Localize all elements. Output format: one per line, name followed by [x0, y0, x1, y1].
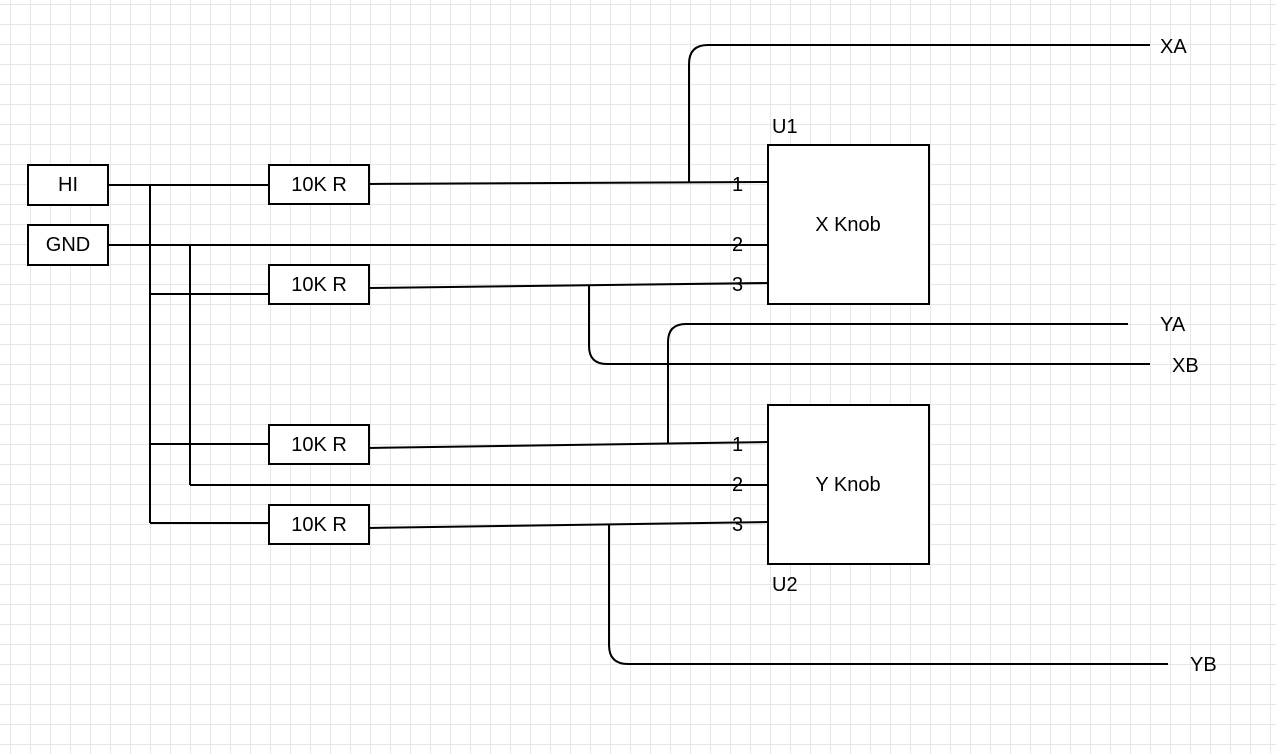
u1-name: X Knob: [815, 214, 881, 236]
resistor-1[interactable]: 10K R: [268, 164, 370, 205]
gnd-label: GND: [46, 234, 90, 256]
resistor-2[interactable]: 10K R: [268, 264, 370, 305]
u2-y-knob[interactable]: Y Knob: [767, 404, 930, 565]
wire-r2-pin3-x: [367, 282, 769, 289]
resistor-label: 10K R: [291, 514, 347, 536]
resistor-4[interactable]: 10K R: [268, 504, 370, 545]
output-xa: XA: [1160, 36, 1187, 58]
u2-name: Y Knob: [815, 474, 880, 496]
output-ya: YA: [1160, 314, 1186, 336]
u2-pin-2: 2: [732, 474, 743, 496]
resistor-label: 10K R: [291, 274, 347, 296]
u1-pin-3: 3: [732, 274, 743, 296]
u1-pin-1: 1: [732, 174, 743, 196]
resistor-3[interactable]: 10K R: [268, 424, 370, 465]
u1-x-knob[interactable]: X Knob: [767, 144, 930, 305]
hi-label: HI: [58, 174, 78, 196]
hi-source[interactable]: HI: [27, 164, 109, 206]
wire-yb: [608, 525, 1168, 665]
resistor-label: 10K R: [291, 434, 347, 456]
output-xb: XB: [1172, 355, 1199, 377]
u2-ref: U2: [772, 574, 798, 596]
output-yb: YB: [1190, 654, 1217, 676]
u1-pin-2: 2: [732, 234, 743, 256]
u1-ref: U1: [772, 116, 798, 138]
wire-xb: [588, 285, 1150, 365]
wire-r3-pin1-y: [367, 441, 769, 449]
u2-pin-1: 1: [732, 434, 743, 456]
wire-xa: [688, 44, 1150, 183]
wire-r4-pin3-y: [367, 521, 769, 529]
gnd-source[interactable]: GND: [27, 224, 109, 266]
wire-r1-pin1-x: [367, 181, 769, 185]
wires: [108, 44, 1168, 665]
wire-ya: [667, 323, 1128, 443]
resistor-label: 10K R: [291, 174, 347, 196]
u2-pin-3: 3: [732, 514, 743, 536]
